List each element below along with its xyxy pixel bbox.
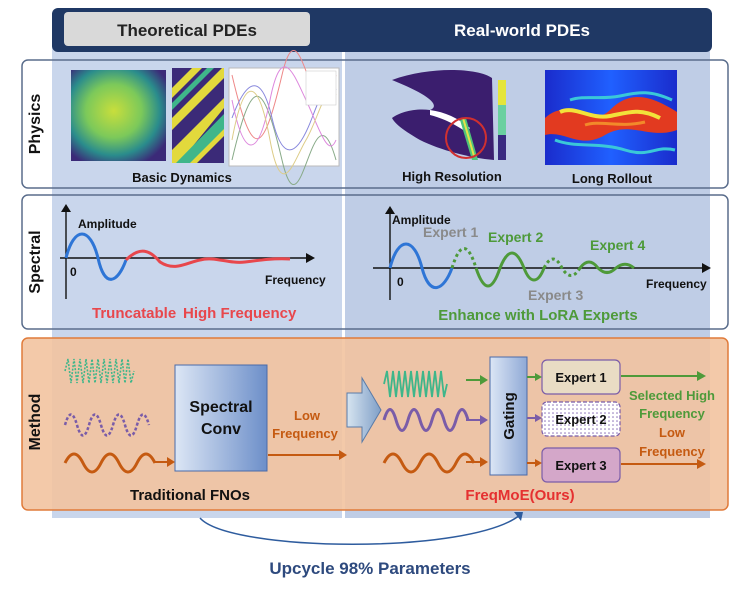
spectral-expert-3-label: Expert 3 — [528, 287, 583, 303]
selected-high-line2: Frequency — [639, 406, 706, 421]
spectral-expert-1-label: Expert 1 — [423, 224, 478, 240]
expert-1-box — [541, 359, 621, 395]
basic-dynamics-image-3 — [228, 49, 340, 186]
selected-output-arrowhead — [697, 371, 706, 381]
expert-2-box — [541, 401, 621, 437]
fno-low-label-line1: Low — [294, 408, 321, 423]
header-left-tab — [64, 12, 310, 46]
upcycle-transition-arrow — [346, 376, 382, 444]
right-y-axis-label: Amplitude — [392, 213, 451, 227]
method-row-label: Method — [27, 394, 44, 451]
freqmoe-caption: FreqMoE(Ours) — [465, 487, 574, 504]
header-left-title: Theoretical PDEs — [117, 21, 257, 40]
spectral-conv-line1: Spectral — [189, 399, 252, 416]
physics-row-label: Physics — [27, 94, 44, 155]
upcycle-caption: Upcycle 98% Parameters — [269, 559, 470, 578]
traditional-fnos-caption: Traditional FNOs — [130, 487, 250, 504]
right-x-axis-label: Frequency — [646, 277, 707, 291]
physics-panel — [21, 59, 729, 189]
high-resolution-image — [392, 70, 506, 160]
spectral-expert-4-label: Expert 4 — [590, 237, 645, 253]
expert-2-label: Expert 2 — [555, 412, 606, 427]
gating-label: Gating — [501, 392, 518, 440]
left-origin-label: 0 — [70, 265, 77, 279]
left-spectrum — [60, 204, 315, 299]
header-right-title: Real-world PDEs — [454, 21, 590, 40]
basic-dynamics-image-1 — [71, 70, 166, 161]
gating-box — [489, 356, 528, 476]
basic-dynamics-image-2 — [172, 68, 224, 163]
high-resolution-caption: High Resolution — [402, 169, 502, 184]
spectral-conv-line2: Conv — [201, 421, 241, 438]
right-origin-label: 0 — [397, 275, 404, 289]
left-y-axis-label: Amplitude — [78, 217, 137, 231]
freqmoe-input-waves — [382, 370, 488, 474]
right-spectrum — [373, 206, 711, 300]
basic-dynamics-caption: Basic Dynamics — [132, 170, 232, 185]
truncatable-label: Truncatable — [92, 305, 176, 322]
long-rollout-image — [545, 70, 677, 165]
selected-high-line1: Selected High — [629, 388, 715, 403]
expert-1-label: Expert 1 — [555, 370, 606, 385]
gating-output-arrows — [527, 373, 542, 467]
left-x-axis-label: Frequency — [265, 273, 326, 287]
spectral-row-label: Spectral — [27, 230, 44, 293]
fno-low-label-line2: Frequency — [272, 426, 339, 441]
fno-output-arrowhead — [339, 450, 347, 460]
long-rollout-caption: Long Rollout — [572, 171, 653, 186]
fno-input-waves — [63, 358, 175, 474]
moe-low-line2: Frequency — [639, 444, 706, 459]
spectral-panel — [21, 194, 729, 330]
expert-3-box — [541, 447, 621, 483]
spectral-conv-box — [174, 364, 268, 472]
low-output-arrowhead — [697, 459, 706, 469]
spectral-expert-2-label: Expert 2 — [488, 229, 543, 245]
high-frequency-label: High Frequency — [183, 305, 297, 322]
upcycle-arc-arrowhead — [514, 512, 523, 521]
expert-3-label: Expert 3 — [555, 458, 606, 473]
moe-low-line1: Low — [659, 425, 686, 440]
lora-caption: Enhance with LoRA Experts — [438, 307, 637, 324]
upcycle-arc — [199, 514, 521, 545]
